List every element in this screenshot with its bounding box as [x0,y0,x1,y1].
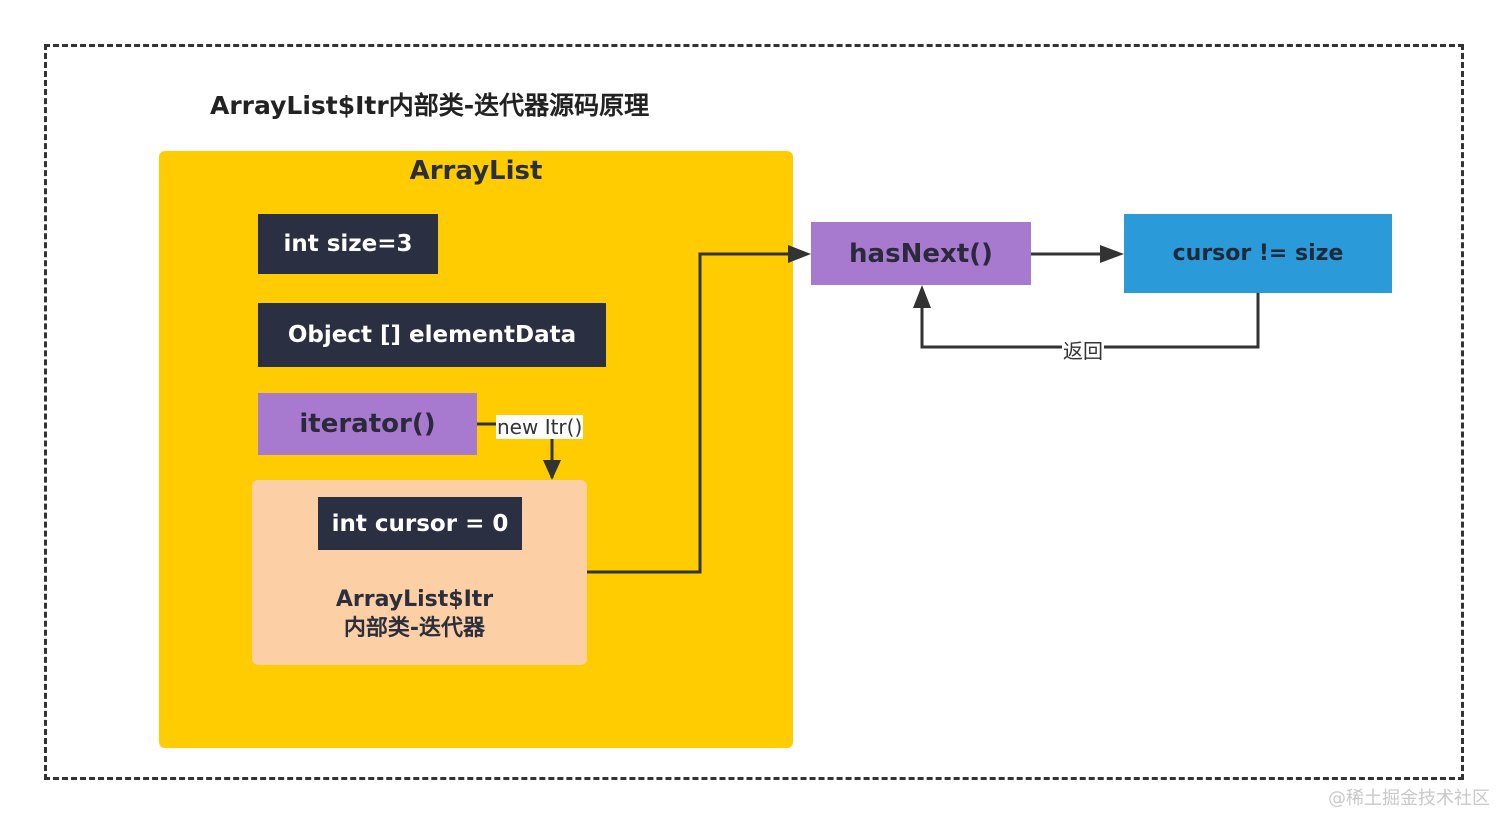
itr-inner-class-label: ArrayList$Itr 内部类-迭代器 [252,585,577,643]
return-arrowhead [913,285,931,308]
has-next-method-label: hasNext() [849,238,993,269]
element-data-field-box: Object [] elementData [258,303,606,367]
arraylist-title: ArrayList [409,156,543,186]
iterator-method-label: iterator() [299,409,436,439]
cursor-field-label: int cursor = 0 [331,510,509,537]
itr-to-hasnext-connector [587,252,790,574]
return-edge-label: 返回 [1062,339,1104,363]
cursor-field-box: int cursor = 0 [318,497,522,550]
hasnext-to-condition-arrowhead [1100,245,1124,263]
size-field-box: int size=3 [258,214,438,274]
new-itr-edge-label: new Itr() [496,415,584,439]
dashed-frame [44,44,1464,780]
element-data-field-label: Object [] elementData [287,322,577,348]
size-field-label: int size=3 [283,231,413,257]
new-itr-arrowhead [543,460,561,480]
itr-to-hasnext-arrowhead [788,245,811,263]
cursor-condition-box: cursor != size [1124,214,1392,293]
has-next-method-box: hasNext() [811,222,1031,285]
watermark: @稀土掘金技术社区 [1328,788,1490,809]
itr-class-name: ArrayList$Itr [335,587,494,612]
itr-class-desc: 内部类-迭代器 [343,616,486,641]
diagram-title: ArrayList$Itr内部类-迭代器源码原理 [210,91,650,120]
iterator-method-box: iterator() [258,393,477,455]
cursor-condition-label: cursor != size [1172,241,1344,266]
